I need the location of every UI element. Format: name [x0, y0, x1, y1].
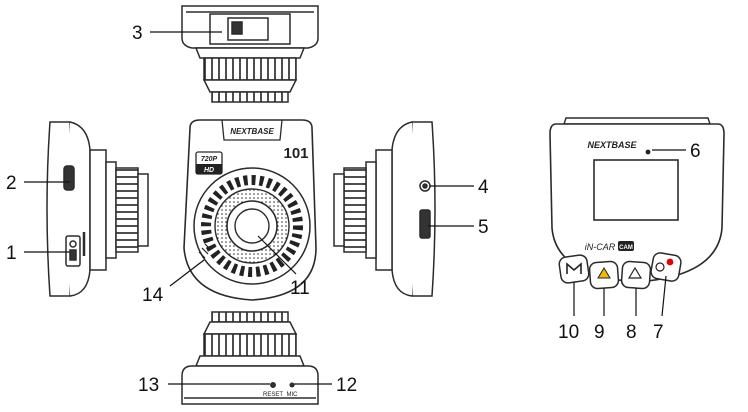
left-side-view [46, 121, 149, 297]
front-brand-logo: NEXTBASE [230, 127, 274, 136]
protect-icon [597, 267, 611, 279]
reset-port-label: RESET [263, 392, 283, 398]
leader-lines [24, 31, 686, 385]
photo-mode-icon [627, 266, 643, 279]
callout-9: 9 [594, 322, 605, 343]
callout-11: 11 [290, 278, 310, 299]
record-button[interactable] [650, 252, 682, 282]
right-side-view [333, 121, 436, 297]
callout-2: 2 [6, 173, 17, 194]
bottom-view [181, 311, 319, 405]
product-line-prefix: iN-CAR [585, 242, 616, 252]
menu-m-icon [566, 262, 582, 274]
callout-6: 6 [690, 141, 701, 162]
callout-4: 4 [478, 177, 489, 198]
callout-7: 7 [653, 322, 664, 343]
back-brand-logo: NEXTBASE [587, 140, 637, 150]
top-view [181, 5, 319, 103]
callout-14: 14 [142, 285, 164, 306]
callout-8: 8 [626, 322, 637, 343]
callout-10: 10 [558, 322, 579, 343]
callout-3: 3 [132, 23, 143, 44]
resolution-badge-bottom: HD [204, 167, 214, 174]
callout-12: 12 [336, 375, 357, 396]
callout-13: 13 [138, 375, 159, 396]
mic-label: MIC [287, 392, 299, 398]
back-view [549, 117, 725, 290]
product-line-suffix: CAM [619, 245, 633, 251]
resolution-badge-top: 720P [201, 156, 218, 163]
callout-5: 5 [478, 217, 489, 238]
record-dot-icon [666, 258, 674, 266]
front-model-number: 101 [283, 145, 308, 162]
callout-1: 1 [6, 243, 17, 264]
front-view [183, 119, 317, 301]
power-icon [655, 262, 665, 272]
